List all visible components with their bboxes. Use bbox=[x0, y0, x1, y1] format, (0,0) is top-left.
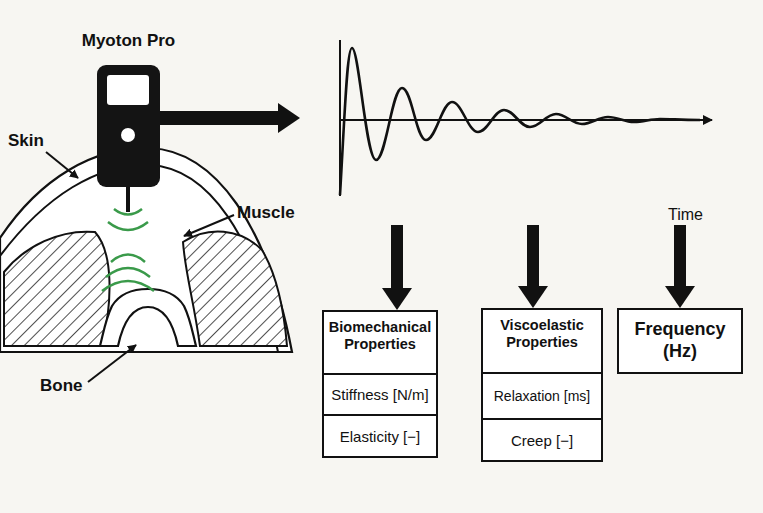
leader-line bbox=[184, 215, 234, 236]
flow-arrow bbox=[527, 225, 539, 286]
signal-plot: Time bbox=[300, 40, 720, 225]
node-text: Viscoelastic Properties bbox=[483, 310, 601, 352]
damped-oscillation bbox=[340, 48, 700, 195]
node-text: Time bbox=[668, 206, 703, 224]
flow-arrow bbox=[160, 111, 278, 125]
leader-line bbox=[88, 345, 136, 382]
wave-arc bbox=[114, 209, 142, 215]
node-text: Stiffness [N/m] bbox=[331, 386, 428, 403]
device-button bbox=[121, 128, 135, 142]
wave-arc bbox=[106, 268, 150, 277]
device-screen bbox=[107, 75, 149, 105]
property-box: Frequency (Hz) bbox=[617, 308, 743, 374]
probe-tip bbox=[126, 186, 130, 212]
property-box: Viscoelastic PropertiesRelaxation [ms] Cr… bbox=[481, 308, 603, 462]
node-text: Biomechanical Properties bbox=[324, 312, 436, 354]
node-text: Creep [−] bbox=[511, 432, 573, 449]
property-cell: Stiffness [N/m] bbox=[324, 373, 436, 414]
wave-arc bbox=[102, 281, 154, 291]
hatched-tissue bbox=[4, 232, 110, 346]
node-text: Relaxation [ms] bbox=[494, 388, 590, 404]
bone-shape bbox=[100, 289, 196, 346]
part-label: Muscle bbox=[237, 203, 295, 223]
hatched-tissue bbox=[183, 232, 287, 346]
flow-arrow bbox=[674, 225, 686, 286]
device-body: Myoton Pro bbox=[97, 65, 160, 187]
property-cell: Elasticity [−] bbox=[324, 414, 436, 456]
wave-arc bbox=[111, 255, 145, 263]
leader-line bbox=[46, 152, 78, 178]
property-cell: Relaxation [ms] bbox=[483, 372, 601, 418]
property-box: Biomechanical PropertiesStiffness [N/m] E… bbox=[322, 310, 438, 458]
node-text: Frequency (Hz) bbox=[619, 319, 741, 362]
property-cell: Creep [−] bbox=[483, 418, 601, 460]
node-text: Myoton Pro bbox=[47, 31, 210, 51]
part-label: Skin bbox=[8, 131, 44, 151]
flow-arrow bbox=[391, 225, 403, 288]
node-text: Elasticity [−] bbox=[340, 428, 420, 445]
part-label: Bone bbox=[40, 376, 83, 396]
wave-arc bbox=[108, 222, 148, 230]
